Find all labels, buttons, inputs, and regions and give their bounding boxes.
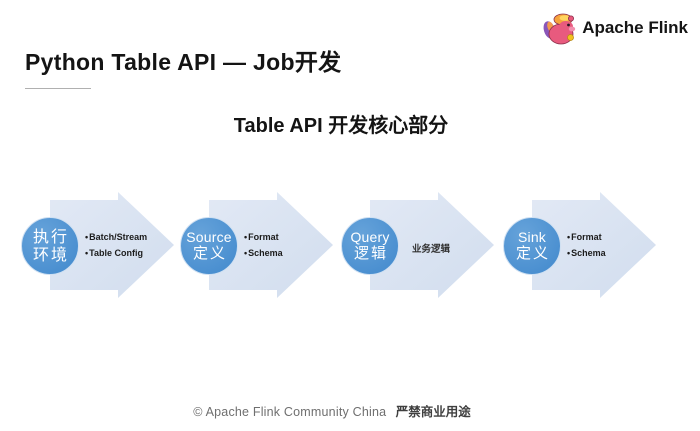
step-circle-execution-env: 执行 环境 <box>21 217 79 275</box>
step-note-business-logic: 业务逻辑 <box>411 244 450 255</box>
circle-label-line1: 执行 <box>32 226 69 246</box>
note-item: Batch/Stream <box>85 229 147 245</box>
note-item: Table Config <box>85 245 147 261</box>
circle-label-line2: 定义 <box>192 244 227 263</box>
circle-label-line2: 逻辑 <box>353 244 388 263</box>
note-item: Format <box>567 229 606 245</box>
step-notes-execution-env: Batch/Stream Table Config <box>85 229 147 261</box>
flink-squirrel-icon <box>543 13 576 45</box>
footer-notice: 严禁商业用途 <box>395 405 471 419</box>
flow-arrow-3 <box>370 192 494 298</box>
title-underline <box>25 88 91 89</box>
note-item: Schema <box>244 245 283 261</box>
note-item: Schema <box>567 245 606 261</box>
logo-text: Apache Flink <box>582 18 688 37</box>
step-circle-query: Query 逻辑 <box>341 217 399 275</box>
slide-subtitle: Table API 开发核心部分 <box>233 115 449 137</box>
page-title: Python Table API — Job开发 <box>25 49 342 75</box>
circle-label-line1: Source <box>186 229 232 246</box>
circle-label-line2: 环境 <box>32 245 69 264</box>
circle-label-line2: 定义 <box>515 244 550 263</box>
apache-flink-logo: Apache Flink <box>541 10 688 46</box>
circle-label-line1: Query <box>350 229 390 246</box>
footer: © Apache Flink Community China 严禁商业用途 <box>0 401 682 420</box>
step-circle-sink: Sink 定义 <box>503 217 561 275</box>
footer-copyright: © Apache Flink Community China <box>193 405 387 419</box>
note-item: Format <box>244 229 283 245</box>
circle-label-line1: Sink <box>517 229 547 246</box>
step-notes-sink: Format Schema <box>567 229 606 261</box>
step-notes-source: Format Schema <box>244 229 283 261</box>
step-circle-source: Source 定义 <box>180 217 238 275</box>
